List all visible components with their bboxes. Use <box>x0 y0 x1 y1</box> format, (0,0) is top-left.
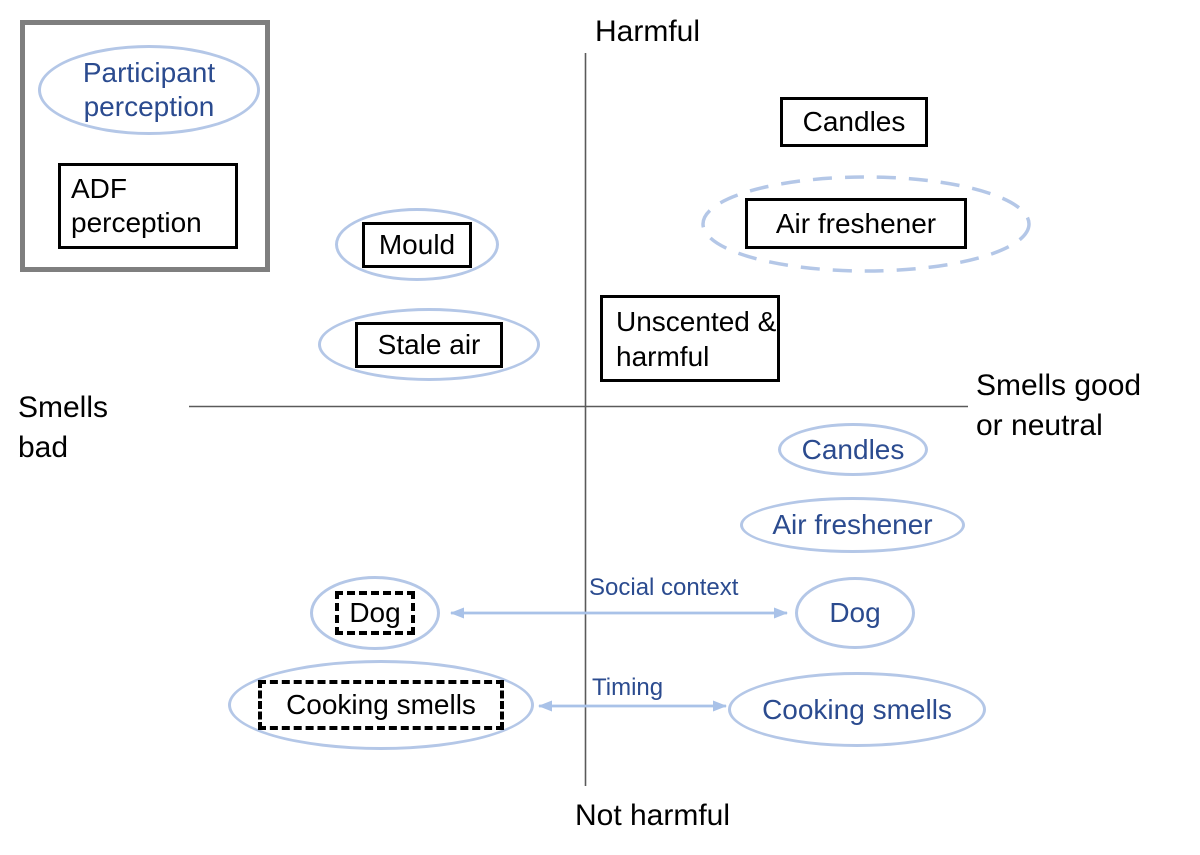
air-freshener-participant-dashed-ellipse <box>701 175 1031 273</box>
axis-label-smells-good: Smells good or neutral <box>976 369 1142 442</box>
node-cooking-smells-left-group: Cooking smells <box>228 660 534 750</box>
node-mould-adf-rect: Mould <box>361 221 473 268</box>
node-candles-adf-rect: Candles <box>780 97 928 147</box>
axis-label-harmful: Harmful <box>594 15 700 48</box>
timing-arrow-label: Timing <box>592 674 664 701</box>
legend-participant-perception-ellipse: Participant perception <box>38 45 260 135</box>
social-context-arrow-label: Social context <box>589 574 739 601</box>
node-unscented-harmful-adf-rect: Unscented & harmful <box>600 295 780 382</box>
node-mould-group: Mould <box>335 208 499 281</box>
node-cooking-smells-adf-dashed-rect: Cooking smells <box>258 680 504 730</box>
node-candles-participant-ellipse: Candles <box>778 423 928 476</box>
node-cooking-smells-participant-ellipse: Cooking smells <box>728 672 986 747</box>
node-dog-participant-ellipse: Dog <box>795 577 915 649</box>
node-stale-air-adf-rect: Stale air <box>354 321 504 368</box>
axis-label-smells-bad: Smells bad <box>18 391 109 464</box>
node-dog-left-group: Dog <box>310 576 440 650</box>
node-air-freshener-adf-rect: Air freshener <box>745 198 967 249</box>
axis-label-not-harmful: Not harmful <box>574 799 731 832</box>
node-stale-air-group: Stale air <box>318 308 540 381</box>
node-air-freshener-participant-ellipse: Air freshener <box>740 497 965 553</box>
node-dog-adf-dashed-rect: Dog <box>335 591 415 635</box>
legend-adf-perception-rect: ADF perception <box>58 163 238 249</box>
legend-box: Participant perception ADF perception <box>20 20 270 272</box>
